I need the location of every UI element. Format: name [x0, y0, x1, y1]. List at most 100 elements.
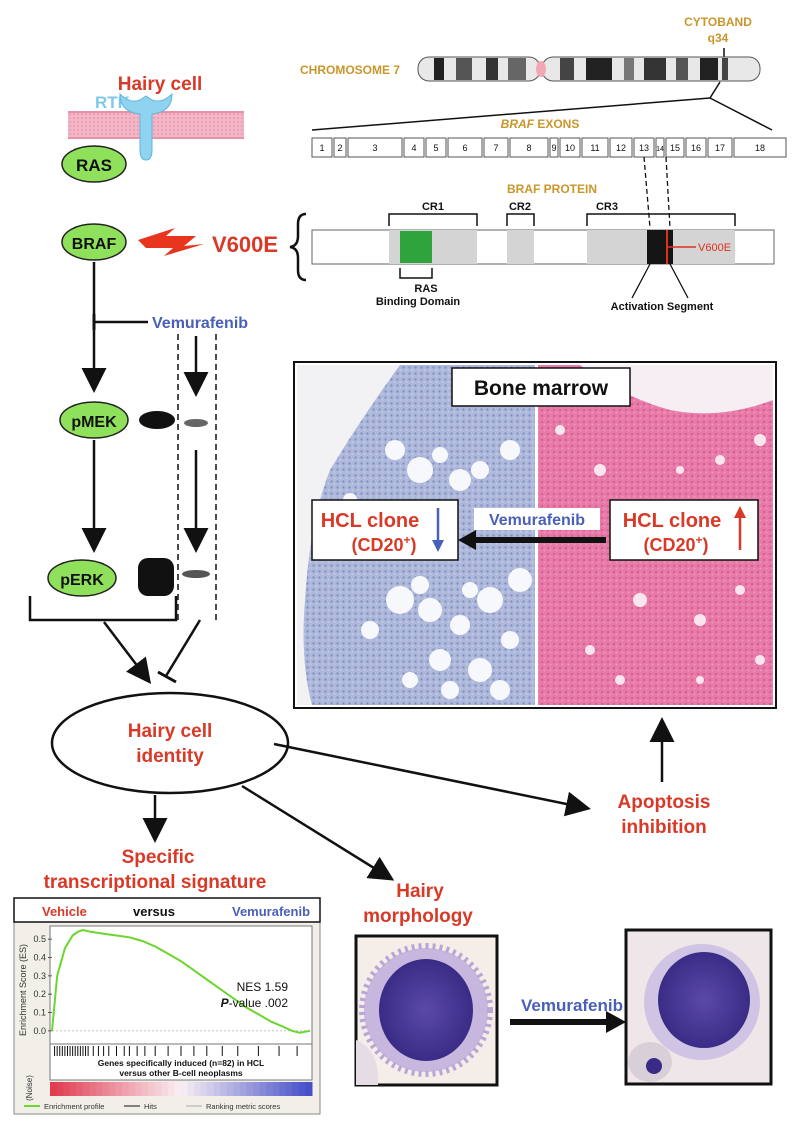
activation-segment-label: Activation Segment	[611, 301, 714, 313]
exon-10	[559, 137, 581, 158]
v600e-label: V600E	[212, 232, 278, 257]
hairy-cell-title: Hairy cell	[118, 74, 203, 95]
exon-label-17: 17	[715, 143, 725, 153]
identity-line1: Hairy cell	[128, 721, 213, 742]
bone-marrow-title: Bone marrow	[474, 377, 609, 400]
exon-6	[447, 137, 483, 158]
gsea-ytick-3: 0.2	[33, 989, 46, 999]
hcl-clone-untreated-label: HCL clone	[623, 510, 722, 532]
braf-protein-bar	[311, 229, 775, 265]
cytoband-label: CYTOBAND	[684, 15, 752, 29]
exon-3	[347, 137, 403, 158]
morphology-line1: Hairy	[396, 881, 444, 902]
exon-label-1: 1	[319, 143, 324, 153]
gsea-plot-area	[49, 925, 313, 1045]
exon-label-2: 2	[337, 143, 342, 153]
legend-ranking-metric: Ranking metric scores	[206, 1102, 280, 1111]
signature-line2: transcriptional signature	[44, 872, 267, 893]
exons-label: BRAF EXONS	[501, 117, 580, 131]
vemurafenib-pathway-label: Vemurafenib	[152, 315, 248, 332]
exon-5	[425, 137, 447, 158]
cell-membrane	[68, 112, 244, 138]
gsea-legend: Enrichment profile Hits Ranking metric s…	[24, 1102, 280, 1111]
ras-node	[61, 145, 127, 183]
hcl-clone-treated-cd20: (CD20+)	[351, 533, 416, 555]
legend-hits: Hits	[144, 1102, 157, 1111]
gsea-header-right: Vemurafenib	[232, 904, 310, 919]
gsea-hit-marks	[54, 1046, 298, 1056]
hcl-clone-untreated-cd20: (CD20+)	[643, 533, 708, 555]
exon-label-14: 14	[656, 146, 664, 153]
exon-15	[665, 137, 685, 158]
exon-17	[707, 137, 733, 158]
increase-arrow-icon	[734, 506, 746, 518]
chromosome-7-ideogram	[417, 56, 761, 82]
exon-1	[311, 137, 333, 158]
exon-label-4: 4	[411, 143, 416, 153]
ras-binding-line1: RAS	[414, 283, 437, 295]
gsea-ytick-4: 0.1	[33, 1008, 46, 1018]
gsea-hits-line2: versus other B-cell neoplasms	[119, 1068, 243, 1078]
exon-label-7: 7	[493, 143, 498, 153]
chromosome-label: CHROMOSOME 7	[300, 63, 400, 77]
gsea-header-mid: versus	[133, 904, 175, 919]
gsea-ytick-1: 0.4	[33, 953, 46, 963]
exon-label-5: 5	[433, 143, 438, 153]
gsea-noise-label: (Noise)	[25, 1075, 34, 1101]
pmek-label: pMEK	[71, 414, 117, 431]
perk-blot-vemurafenib	[182, 570, 210, 578]
exon-9	[549, 137, 559, 158]
ras-label: RAS	[76, 156, 112, 175]
braf-protein-label: BRAF PROTEIN	[507, 182, 597, 196]
exon-label-3: 3	[372, 143, 377, 153]
legend-enrichment-profile: Enrichment profile	[44, 1102, 104, 1111]
gsea-ranking-band	[50, 1082, 313, 1096]
exon-18	[733, 137, 787, 158]
bm-vemurafenib-label: Vemurafenib	[489, 512, 585, 529]
braf-label: BRAF	[72, 236, 117, 253]
gsea-ytick-2: 0.3	[33, 971, 46, 981]
exon-label-8: 8	[526, 143, 531, 153]
fat-vacuoles	[343, 425, 766, 700]
ras-binding-line2: Binding Domain	[376, 296, 461, 308]
exon-label-6: 6	[462, 143, 467, 153]
signature-line1: Specific	[122, 847, 195, 868]
decrease-arrow-icon	[432, 540, 444, 552]
exon-label-11: 11	[590, 143, 599, 153]
exon-7	[483, 137, 509, 158]
protein-v600e-label: V600E	[698, 242, 731, 254]
gsea-ylabel: Enrichment Score (ES)	[18, 944, 28, 1036]
exon-label-12: 12	[616, 143, 626, 153]
exon-label-15: 15	[670, 143, 680, 153]
cr3-label: CR3	[596, 201, 618, 213]
exon-11	[581, 137, 609, 158]
bm-vemurafenib-box	[474, 508, 600, 530]
pmek-blot-vemurafenib	[184, 419, 208, 427]
gsea-pvalue: P-value .002	[221, 996, 289, 1010]
cell-vemurafenib-label: Vemurafenib	[521, 996, 623, 1015]
exon-2	[333, 137, 347, 158]
cr1-label: CR1	[422, 201, 444, 213]
hcl-clone-untreated-box	[609, 499, 759, 561]
exon-label-16: 16	[691, 143, 701, 153]
hairy-cell-image	[354, 934, 499, 1087]
perk-label: pERK	[60, 572, 104, 589]
hcl-clone-treated-box	[311, 499, 459, 561]
exon-label-13: 13	[639, 143, 649, 153]
morphology-arrow-icon	[606, 1011, 626, 1033]
exon-12	[609, 137, 633, 158]
gsea-header-left: Vehicle	[42, 904, 87, 919]
apoptosis-line1: Apoptosis	[618, 792, 711, 813]
braf-node	[61, 223, 127, 261]
mutation-bolt-icon	[138, 228, 204, 256]
exon-8	[509, 137, 549, 158]
pmek-blot-vehicle	[139, 411, 175, 429]
exon-label-18: 18	[755, 143, 765, 153]
treated-cell-image	[624, 928, 773, 1086]
gsea-ytick-5: 0.0	[33, 1026, 46, 1036]
exon-label-10: 10	[565, 143, 575, 153]
pmek-node	[59, 401, 129, 439]
apoptosis-line2: inhibition	[621, 817, 706, 838]
